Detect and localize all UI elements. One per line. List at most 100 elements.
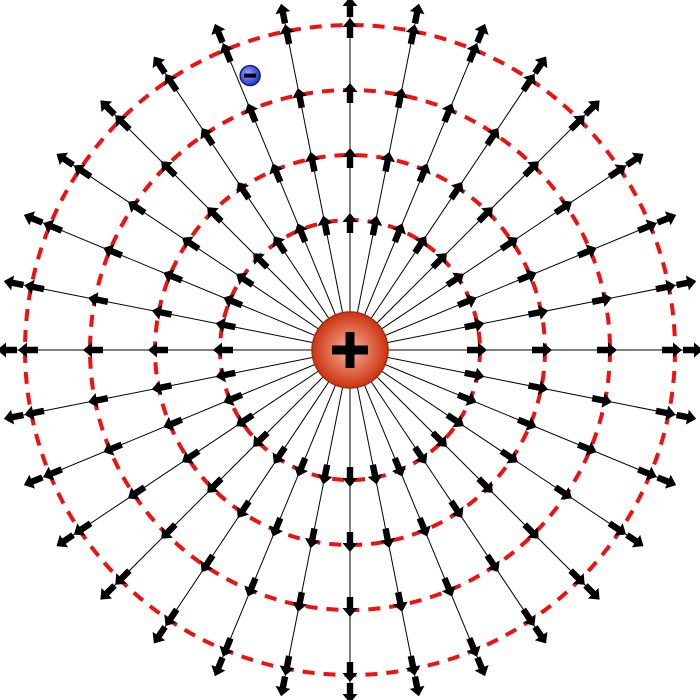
field-arrow [269, 516, 284, 537]
field-arrow [56, 532, 75, 548]
field-line [26, 215, 351, 351]
field-arrow [342, 18, 358, 38]
field-arrow [215, 367, 236, 383]
field-arrow [412, 236, 428, 255]
field-arrow [430, 430, 447, 447]
field-arrow [466, 637, 481, 657]
field-arrow [161, 522, 178, 539]
field-arrow [607, 164, 627, 180]
field-arrow [464, 317, 485, 333]
field-line [349, 102, 598, 351]
field-arrow [294, 456, 309, 477]
field-arrow [279, 655, 295, 676]
field-arrow [279, 24, 295, 45]
field-arrow [73, 164, 93, 180]
field-arrow [405, 24, 421, 45]
field-line [349, 349, 598, 598]
field-line [349, 6, 419, 351]
field-arrow [3, 275, 25, 291]
field-arrow [637, 219, 657, 234]
field-arrow [100, 583, 117, 600]
field-arrow [211, 656, 226, 677]
field-arrow [164, 607, 180, 627]
field-arrow [244, 576, 259, 597]
field-arrow [236, 182, 252, 201]
field-arrow [532, 56, 548, 75]
field-arrow [625, 532, 644, 548]
field-arrow [317, 464, 333, 485]
field-arrow [56, 152, 75, 168]
field-arrow [304, 527, 320, 549]
field-line [349, 349, 485, 674]
field-arrow [683, 342, 700, 358]
field-line [6, 349, 351, 419]
field-line [102, 349, 351, 598]
field-line [155, 349, 351, 642]
field-arrow [576, 244, 597, 259]
field-arrow [236, 272, 255, 288]
field-arrow [213, 342, 233, 358]
field-arrow [207, 476, 224, 493]
field-arrow [553, 200, 573, 216]
field-arrow [304, 151, 320, 173]
field-arrow [607, 520, 627, 536]
field-arrow [182, 448, 201, 464]
field-arrow [148, 342, 168, 358]
field-arrow [583, 100, 600, 117]
field-arrow [103, 441, 124, 456]
field-arrow [474, 656, 489, 677]
field-arrow [342, 683, 358, 700]
field-arrow [380, 151, 396, 173]
field-arrow [532, 342, 552, 358]
field-arrow [219, 637, 234, 657]
field-arrow [3, 409, 25, 425]
field-arrow [532, 625, 548, 644]
field-arrow [342, 148, 358, 168]
field-arrow [430, 253, 447, 270]
field-arrow [294, 223, 309, 244]
field-arrow [597, 342, 617, 358]
field-arrow [100, 100, 117, 117]
field-arrow [392, 591, 408, 612]
field-arrow [127, 200, 147, 216]
field-arrow [115, 568, 132, 585]
field-line [349, 349, 694, 419]
field-arrow [445, 412, 464, 428]
field-arrow [466, 43, 481, 63]
negative-test-charge [239, 64, 261, 87]
field-arrow [0, 342, 17, 358]
field-arrow [441, 103, 456, 124]
field-arrow [115, 115, 132, 132]
field-arrow [88, 292, 109, 308]
field-line [58, 155, 351, 351]
field-arrow [342, 662, 358, 682]
field-arrow [591, 392, 612, 408]
field-arrow [275, 3, 291, 25]
field-line [349, 155, 642, 351]
field-line [102, 102, 351, 351]
field-arrow [568, 568, 585, 585]
field-arrow [43, 219, 63, 234]
field-arrow [253, 430, 270, 447]
field-arrow [499, 236, 518, 252]
field-line [349, 349, 642, 545]
field-arrow [244, 103, 259, 124]
field-arrow [342, 467, 358, 487]
field-arrow [163, 269, 184, 284]
field-arrow [416, 163, 431, 184]
field-arrow [43, 466, 63, 481]
field-arrow [219, 43, 234, 63]
field-arrow [152, 56, 168, 75]
field-arrow [445, 272, 464, 288]
field-arrow [391, 223, 406, 244]
field-arrow [23, 211, 44, 226]
field-arrow [476, 207, 493, 224]
field-arrow [520, 607, 536, 627]
field-arrow [223, 294, 244, 309]
field-arrow [568, 115, 585, 132]
field-arrow [164, 73, 180, 93]
field-line [349, 349, 545, 642]
field-arrow [317, 215, 333, 236]
field-arrow [163, 416, 184, 431]
field-arrow [522, 161, 539, 178]
